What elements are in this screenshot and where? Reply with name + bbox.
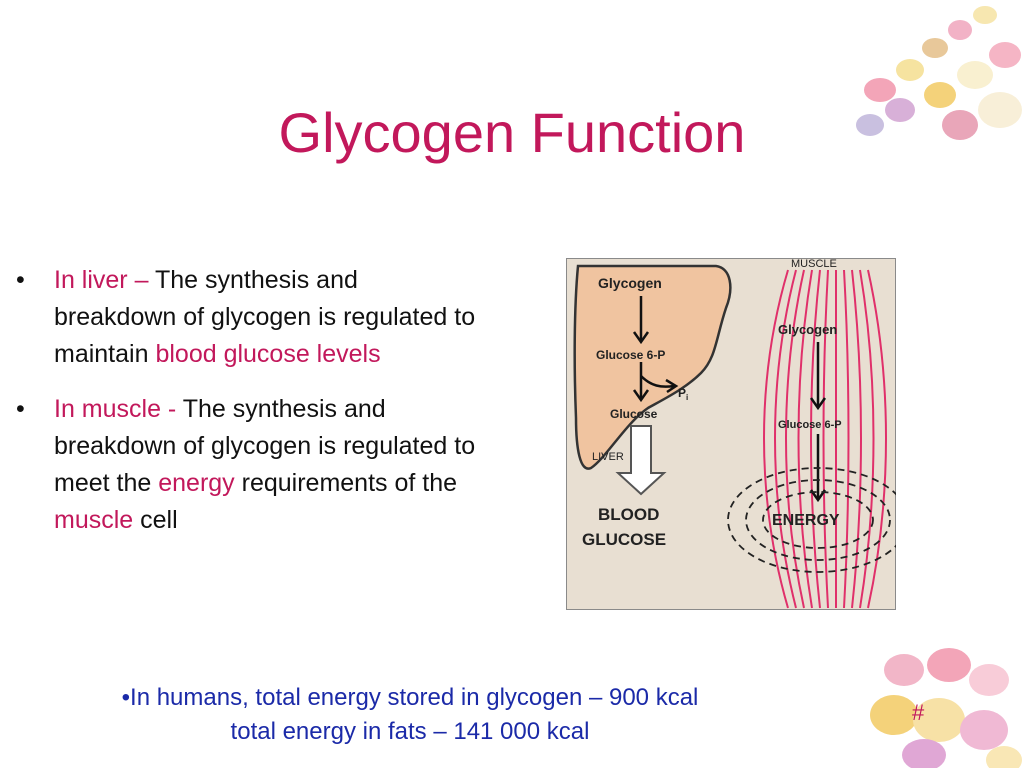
footer-line-2: total energy in fats – 141 000 kcal [230, 718, 590, 745]
bullet-marker: • [16, 395, 25, 423]
bullet-muscle-highlight-energy: energy [158, 469, 235, 497]
liver-glucose-label: Glucose [610, 407, 658, 421]
energy-rings [727, 467, 896, 573]
liver-glycogen-label: Glycogen [598, 275, 662, 291]
bullet-muscle: • In muscle - The synthesis and breakdow… [14, 391, 484, 539]
bullet-muscle-text-2: requirements of the [234, 469, 458, 497]
blood-label: BLOOD [598, 505, 659, 524]
candy-eggs-top-decoration [856, 6, 1022, 140]
liver-arrows [632, 296, 679, 403]
muscle-glycogen-label: Glycogen [778, 322, 837, 337]
liver-shape [573, 264, 732, 470]
candy-eggs-bottom-decoration [870, 648, 1022, 768]
slide-title: Glycogen Function [278, 101, 746, 164]
slide-number: # [912, 700, 925, 725]
liver-g6p-label: Glucose 6-P [596, 348, 665, 362]
bullet-marker: • [16, 266, 25, 294]
muscle-g6p-label: Glucose 6-P [778, 419, 842, 431]
bullet-muscle-text-3: cell [133, 506, 178, 534]
bullet-liver-highlight: blood glucose levels [155, 340, 381, 368]
glycogen-liver-muscle-figure: MUSCLE Glycogen Glucose 6-P Pi Glucose L… [566, 258, 896, 610]
footer-line-1: •In humans, total energy stored in glyco… [121, 684, 699, 711]
liver-pi-label: Pi [678, 386, 688, 402]
footer-energy-facts: •In humans, total energy stored in glyco… [0, 681, 820, 749]
bullet-liver-head: In liver – [54, 266, 149, 294]
muscle-arrows [809, 342, 827, 503]
bullet-liver: • In liver – The synthesis and breakdown… [14, 262, 484, 373]
muscle-label: MUSCLE [791, 258, 837, 270]
bullet-muscle-highlight-muscle: muscle [54, 506, 134, 534]
bullet-liver-text: The synthesis and breakdown of glycogen … [54, 266, 476, 368]
energy-label: ENERGY [772, 512, 840, 529]
liver-label: LIVER [592, 451, 624, 463]
bullet-list: • In liver – The synthesis and breakdown… [14, 262, 484, 557]
bullet-muscle-head: In muscle - [54, 395, 177, 423]
blood-glucose-arrow [615, 425, 667, 496]
glucose-label: GLUCOSE [582, 530, 666, 549]
muscle-fibers [763, 269, 887, 609]
bullet-muscle-text: The synthesis and breakdown of glycogen … [54, 395, 476, 497]
